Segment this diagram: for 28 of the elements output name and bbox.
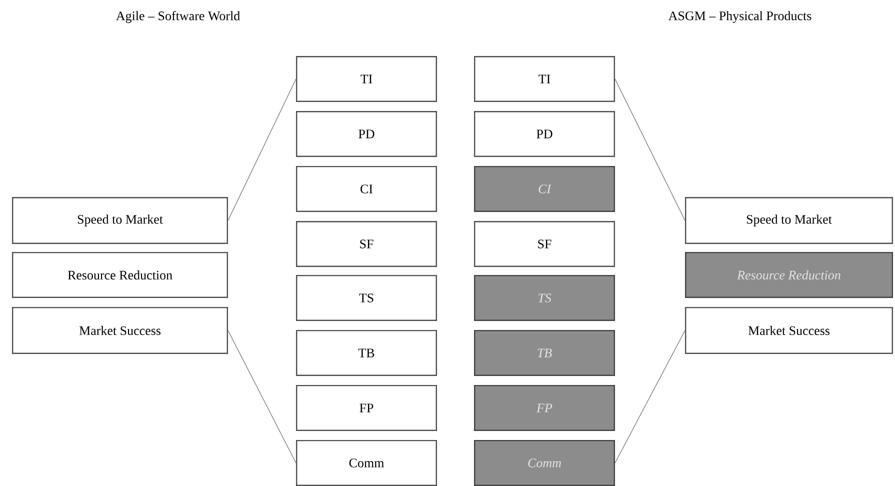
column-heading: ASGM – Physical Products [668, 11, 812, 23]
text-box: Market Success [12, 306, 228, 354]
text-box: TI [296, 56, 437, 102]
shaded-box: CI [474, 166, 615, 212]
column-heading: Agile – Software World [116, 11, 240, 23]
text-box: TS [296, 274, 437, 321]
text-box: Speed to Market [685, 197, 893, 244]
shaded-box: Resource Reduction [685, 252, 893, 298]
text-box: FP [296, 384, 437, 431]
text-box: TB [296, 330, 437, 376]
text-box: PD [296, 111, 437, 157]
shaded-box: Comm [474, 440, 615, 486]
text-box: PD [474, 111, 615, 157]
connector-line [228, 78, 296, 221]
connector-line [614, 78, 686, 221]
shaded-box: FP [474, 384, 615, 431]
text-box: SF [474, 221, 615, 267]
text-box: Market Success [685, 306, 893, 354]
text-box: SF [296, 221, 437, 267]
shaded-box: TS [474, 274, 615, 321]
text-box: CI [296, 166, 437, 212]
connector-line [614, 330, 686, 464]
text-box: Resource Reduction [12, 252, 228, 298]
text-box: TI [474, 56, 615, 102]
text-box: Comm [296, 440, 437, 486]
text-box: Speed to Market [12, 197, 228, 244]
connector-line [228, 330, 296, 464]
shaded-box: TB [474, 330, 615, 376]
